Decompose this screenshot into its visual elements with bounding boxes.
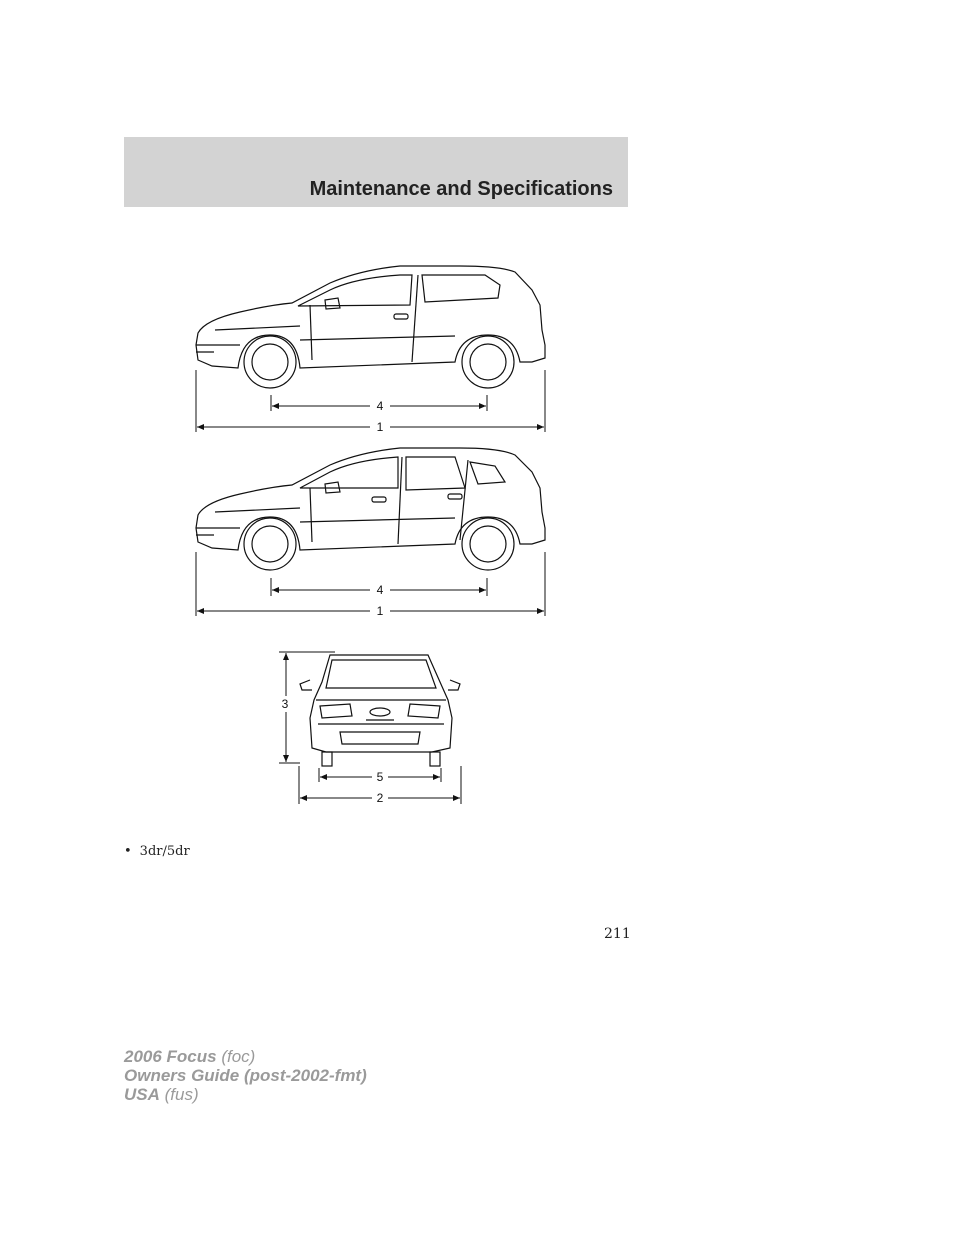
page-number: 211 (604, 926, 631, 942)
dim-wheelbase-label-3dr: 4 (377, 399, 384, 413)
bullet-text: 3dr/5dr (139, 844, 190, 859)
dimension-lines-3dr (195, 370, 546, 432)
front-view (299, 654, 461, 767)
bullet-list-item: • 3dr/5dr (124, 844, 190, 859)
dimension-lines-front (279, 651, 462, 804)
dim-length-label-3dr: 1 (377, 420, 384, 434)
side-view-3dr (195, 265, 546, 389)
dim-length-label-5dr: 1 (377, 604, 384, 618)
dim-track-label: 5 (377, 770, 384, 784)
dim-width-label: 2 (377, 791, 384, 805)
footer-model: 2006 Focus (124, 1047, 217, 1066)
bullet-marker: • (124, 844, 132, 859)
section-header: Maintenance and Specifications (124, 137, 628, 207)
dimension-lines-5dr (195, 552, 546, 616)
section-title: Maintenance and Specifications (309, 178, 613, 200)
document-footer: 2006 Focus (foc) Owners Guide (post-2002… (124, 1047, 367, 1104)
footer-model-code: (foc) (221, 1047, 256, 1066)
dim-wheelbase-label-5dr: 4 (377, 583, 384, 597)
footer-guide: Owners Guide (post-2002-fmt) (124, 1066, 367, 1085)
footer-market: USA (124, 1085, 160, 1104)
side-view-5dr (195, 447, 546, 571)
dim-height-label: 3 (282, 697, 289, 711)
footer-market-code: (fus) (164, 1085, 199, 1104)
